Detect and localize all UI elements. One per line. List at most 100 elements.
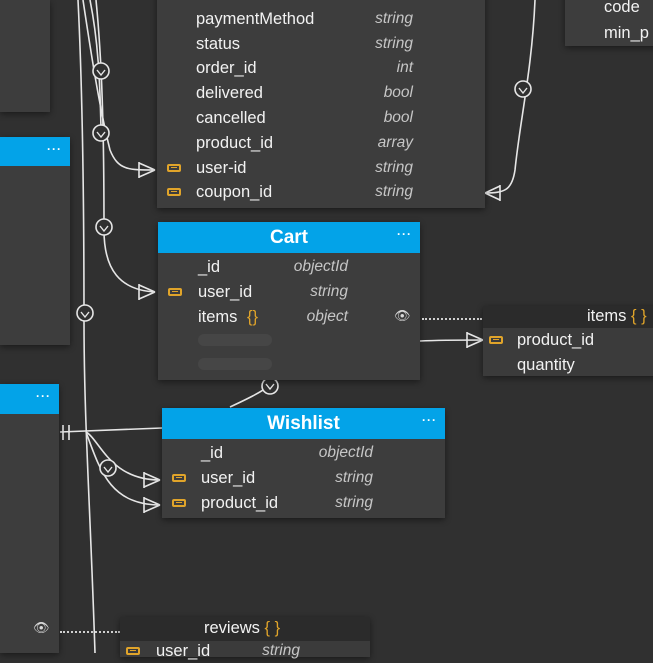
rel-line-coupon <box>484 0 536 194</box>
field-name: cancelled <box>196 109 266 127</box>
field-row[interactable]: paymentMethod string <box>157 7 485 31</box>
field-row[interactable]: user_id string <box>162 466 445 490</box>
field-name: status <box>196 34 241 53</box>
menu-dots-icon[interactable]: ··· <box>422 413 437 427</box>
key-icon <box>489 336 503 344</box>
field-type: objectId <box>293 258 348 275</box>
left-collection-top[interactable] <box>0 0 50 112</box>
rel-line-user-wishlist <box>59 427 163 433</box>
rel-line-b <box>95 0 156 293</box>
field-name: order_id <box>196 59 257 78</box>
reviews-object[interactable]: reviews { } user_id string <box>120 617 370 660</box>
order-collection[interactable]: date paymentMethod string status string order… <box>157 0 485 208</box>
field-name: product_id <box>517 331 595 349</box>
field-type: array <box>377 133 413 151</box>
field-row[interactable]: code <box>565 0 653 19</box>
field-type: int <box>396 59 413 77</box>
cart-title: Cart <box>269 227 308 248</box>
field-row[interactable]: product_id string <box>162 491 445 515</box>
eye-icon[interactable]: 👁 <box>394 308 411 323</box>
field-name: product_id <box>201 494 279 512</box>
field-name: delivered <box>196 84 263 103</box>
menu-dots-icon[interactable]: ··· <box>36 389 51 403</box>
field-row[interactable]: product_ids <box>483 328 653 352</box>
field-row[interactable]: product_id array <box>157 131 485 155</box>
field-row[interactable]: cancelled bool <box>157 106 485 130</box>
field-row[interactable]: user_id string <box>120 639 370 663</box>
key-icon <box>172 499 186 507</box>
field-type: string <box>310 283 348 300</box>
key-icon <box>126 647 140 655</box>
object-brace: {} <box>247 308 259 326</box>
field-row[interactable]: date <box>157 0 485 6</box>
field-name: product_id <box>196 133 274 152</box>
field-type: string <box>375 34 413 52</box>
field-type: string <box>262 642 300 659</box>
left-bottom-header[interactable]: ··· <box>0 384 59 414</box>
field-type: string <box>335 469 373 486</box>
key-icon <box>172 474 186 482</box>
field-name: _id <box>198 258 221 276</box>
field-name: code <box>604 0 640 16</box>
menu-dots-icon[interactable]: ··· <box>47 142 62 156</box>
field-type: bool <box>383 109 413 126</box>
field-row[interactable]: status string <box>157 32 485 56</box>
key-icon <box>167 188 181 197</box>
field-name: paymentMethod <box>196 9 315 28</box>
field-name: user-id <box>196 158 247 177</box>
eye-icon[interactable]: 👁 <box>33 620 50 635</box>
coupon-collection[interactable]: code min_p <box>565 0 653 46</box>
rel-line-cart-wishlist <box>229 384 271 408</box>
field-name: _id <box>201 444 224 462</box>
field-type: objectId <box>318 444 373 461</box>
items-header[interactable]: items { } <box>483 306 653 328</box>
field-name: user_id <box>156 642 211 660</box>
field-type: object <box>306 308 348 325</box>
menu-dots-icon[interactable]: ··· <box>397 227 412 241</box>
field-name: quantity <box>517 356 575 374</box>
field-row[interactable]: _id objectId <box>158 255 420 279</box>
left-collection-bottom[interactable]: ··· <box>0 384 59 653</box>
placeholder-row <box>198 358 272 370</box>
rel-line-wishlist-product <box>85 431 161 506</box>
cart-items-link <box>422 318 482 320</box>
reviews-title: reviews { } <box>204 619 281 637</box>
field-name: user_id <box>198 283 253 301</box>
key-icon <box>168 288 182 296</box>
field-type: string <box>375 9 413 27</box>
field-row[interactable]: quantity <box>483 353 653 377</box>
reviews-link <box>60 631 120 633</box>
field-row[interactable]: min_p <box>565 21 653 45</box>
cart-header[interactable]: Cart ··· <box>158 222 420 253</box>
field-name: user_id <box>201 469 256 487</box>
wishlist-title: Wishlist <box>267 413 340 434</box>
left-middle-header[interactable]: ··· <box>0 137 70 166</box>
field-row[interactable]: coupon_id string <box>157 180 485 204</box>
field-row[interactable]: order_id int <box>157 56 485 80</box>
field-row[interactable]: items{}object <box>158 305 420 329</box>
field-row[interactable]: _id objectId <box>162 441 445 465</box>
rel-line-wishlist-user <box>85 431 161 481</box>
placeholder-row <box>198 334 272 346</box>
field-row[interactable]: delivered bool <box>157 81 485 105</box>
field-name: min_p <box>604 24 649 42</box>
field-type: bool <box>383 84 413 102</box>
key-icon <box>167 163 181 172</box>
field-type: string <box>375 158 413 176</box>
field-row[interactable]: user_id string <box>158 280 420 304</box>
rel-line-a <box>89 0 102 131</box>
rel-line-c <box>77 0 96 653</box>
field-name: coupon_id <box>196 183 273 202</box>
items-title: items { } <box>587 307 647 325</box>
rel-line-items <box>419 339 486 342</box>
field-type: string <box>335 494 373 511</box>
wishlist-header[interactable]: Wishlist ··· <box>162 408 445 439</box>
reviews-header[interactable]: reviews { } <box>120 617 370 641</box>
items-object[interactable]: items { } product_ids quantity <box>483 306 653 376</box>
left-collection-middle[interactable]: ··· <box>0 137 70 345</box>
field-row[interactable]: user-id string <box>157 156 485 180</box>
field-type: string <box>375 183 413 201</box>
